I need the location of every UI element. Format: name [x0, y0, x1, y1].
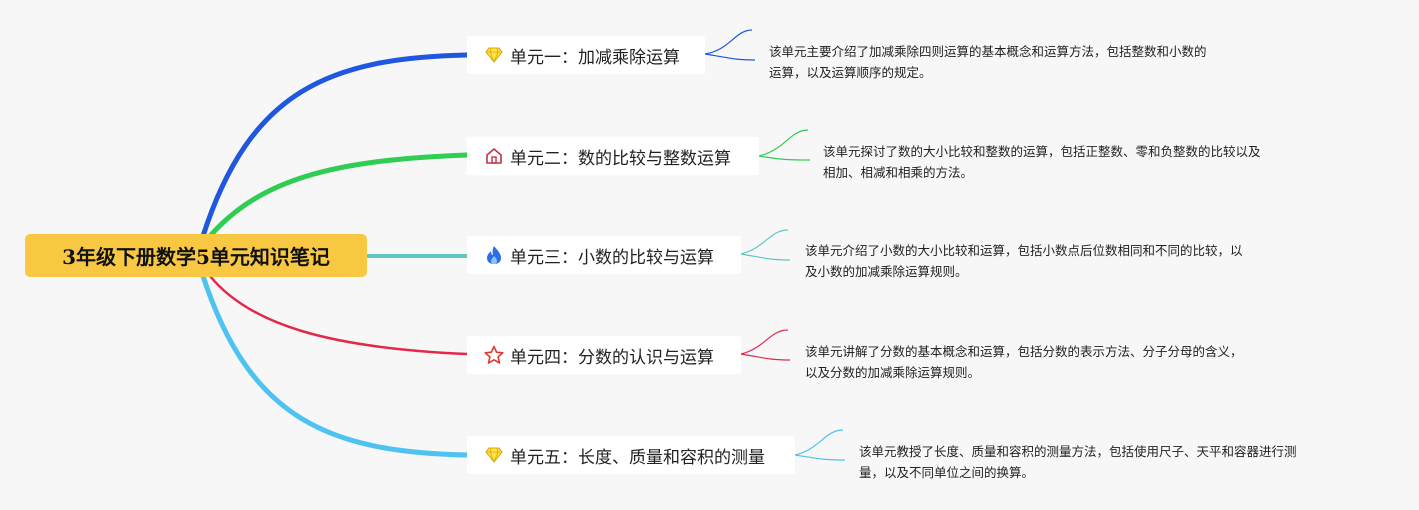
- description-unit2: 该单元探讨了数的大小比较和整数的运算，包括正整数、零和负整数的比较以及 相加、相…: [823, 141, 1261, 183]
- branch-label: 单元四：分数的认识与运算: [510, 347, 714, 368]
- description-line: 运算，以及运算顺序的规定。: [769, 65, 932, 80]
- description-line: 及小数的加减乘除运算规则。: [805, 264, 968, 279]
- description-unit1: 该单元主要介绍了加减乘除四则运算的基本概念和运算方法，包括整数和小数的 运算，以…: [769, 41, 1207, 83]
- desc-link-unit4: [740, 329, 791, 361]
- connector-unit1: [200, 52, 470, 239]
- description-line: 该单元教授了长度、质量和容积的测量方法，包括使用尺子、天平和容器进行测: [859, 444, 1297, 459]
- description-unit4: 该单元讲解了分数的基本概念和运算，包括分数的表示方法、分子分母的含义， 以及分数…: [805, 341, 1243, 383]
- star-icon: [484, 345, 504, 365]
- branch-unit3[interactable]: 单元三：小数的比较与运算: [467, 236, 741, 274]
- connector-unit5: [200, 273, 470, 458]
- description-line: 相加、相减和相乘的方法。: [823, 165, 974, 180]
- desc-link-unit1: [704, 29, 756, 61]
- branch-label: 单元三：小数的比较与运算: [510, 247, 714, 268]
- root-topic[interactable]: 3年级下册数学5单元知识笔记: [25, 234, 367, 277]
- desc-link-unit5: [794, 429, 846, 461]
- description-line: 该单元探讨了数的大小比较和整数的运算，包括正整数、零和负整数的比较以及: [823, 144, 1261, 159]
- description-line: 量，以及不同单位之间的换算。: [859, 465, 1035, 480]
- description-line: 该单元讲解了分数的基本概念和运算，包括分数的表示方法、分子分母的含义，: [805, 344, 1243, 359]
- diamond-icon: [484, 45, 504, 65]
- description-line: 该单元主要介绍了加减乘除四则运算的基本概念和运算方法，包括整数和小数的: [769, 44, 1207, 59]
- house-icon: [484, 146, 504, 166]
- branch-unit1[interactable]: 单元一：加减乘除运算: [467, 36, 705, 74]
- description-line: 以及分数的加减乘除运算规则。: [805, 365, 981, 380]
- branch-label: 单元五：长度、质量和容积的测量: [510, 447, 765, 468]
- flame-icon: [484, 245, 504, 265]
- branch-unit5[interactable]: 单元五：长度、质量和容积的测量: [467, 436, 795, 474]
- branch-unit2[interactable]: 单元二：数的比较与整数运算: [467, 137, 759, 175]
- connector-unit2: [207, 152, 470, 239]
- description-unit5: 该单元教授了长度、质量和容积的测量方法，包括使用尺子、天平和容器进行测 量，以及…: [859, 441, 1297, 483]
- branch-unit4[interactable]: 单元四：分数的认识与运算: [467, 336, 741, 374]
- branch-label: 单元二：数的比较与整数运算: [510, 148, 731, 169]
- branch-label: 单元一：加减乘除运算: [510, 47, 680, 68]
- description-unit3: 该单元介绍了小数的大小比较和运算，包括小数点后位数相同和不同的比较，以 及小数的…: [805, 240, 1243, 282]
- description-line: 该单元介绍了小数的大小比较和运算，包括小数点后位数相同和不同的比较，以: [805, 243, 1243, 258]
- desc-link-unit2: [758, 129, 811, 161]
- desc-link-unit3: [740, 229, 791, 261]
- connector-unit4: [208, 274, 469, 356]
- diamond-icon: [484, 445, 504, 465]
